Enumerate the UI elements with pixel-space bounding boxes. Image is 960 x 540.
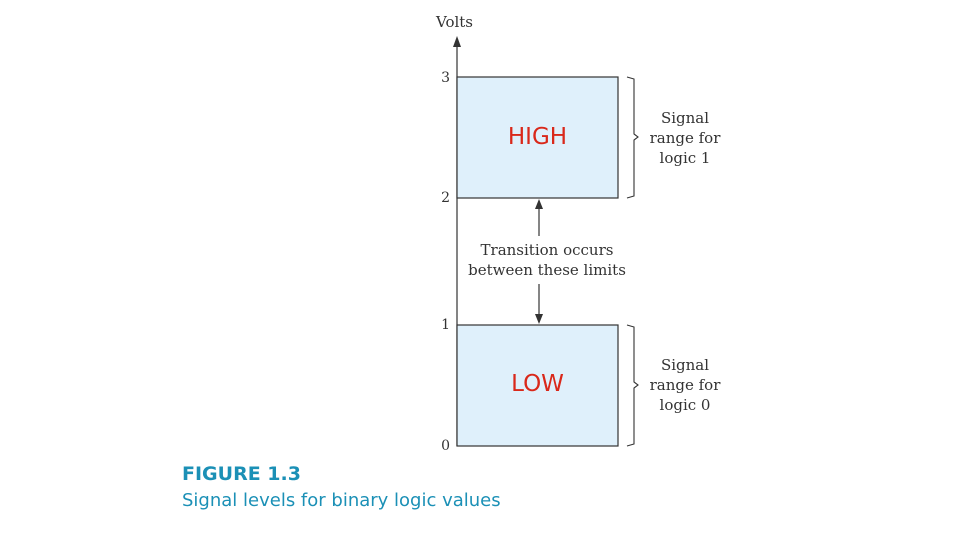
transition-note: Transition occurs between these limits (462, 240, 632, 280)
high-range-label-line: range for (649, 129, 721, 147)
high-level-box (456, 76, 619, 199)
transition-arrowhead-up (535, 199, 543, 209)
low-level-box (456, 324, 619, 447)
high-range-label: Signal range for logic 1 (640, 108, 730, 168)
figure-number: FIGURE 1.3 (182, 463, 301, 485)
high-range-brace (626, 76, 639, 199)
tick-label-1: 1 (441, 317, 450, 333)
low-level-label: LOW (511, 371, 564, 397)
tick-label-0: 0 (441, 438, 450, 454)
figure-caption: Signal levels for binary logic values (182, 490, 501, 511)
tick-label-3: 3 (441, 70, 450, 86)
axis-arrowhead (453, 36, 461, 47)
high-range-label-line: Signal (660, 109, 710, 127)
low-range-label-line: Signal (660, 356, 710, 374)
high-range-label-line: logic 1 (659, 149, 711, 167)
tick-label-2: 2 (441, 190, 450, 206)
transition-note-line: Transition occurs (480, 241, 614, 259)
low-range-label: Signal range for logic 0 (640, 355, 730, 415)
low-range-label-line: range for (649, 376, 721, 394)
high-level-label: HIGH (507, 124, 568, 150)
low-range-label-line: logic 0 (659, 396, 711, 414)
low-range-brace (626, 324, 639, 447)
transition-note-line: between these limits (468, 261, 626, 279)
axis-title: Volts (436, 13, 474, 31)
transition-arrowhead-down (535, 314, 543, 324)
